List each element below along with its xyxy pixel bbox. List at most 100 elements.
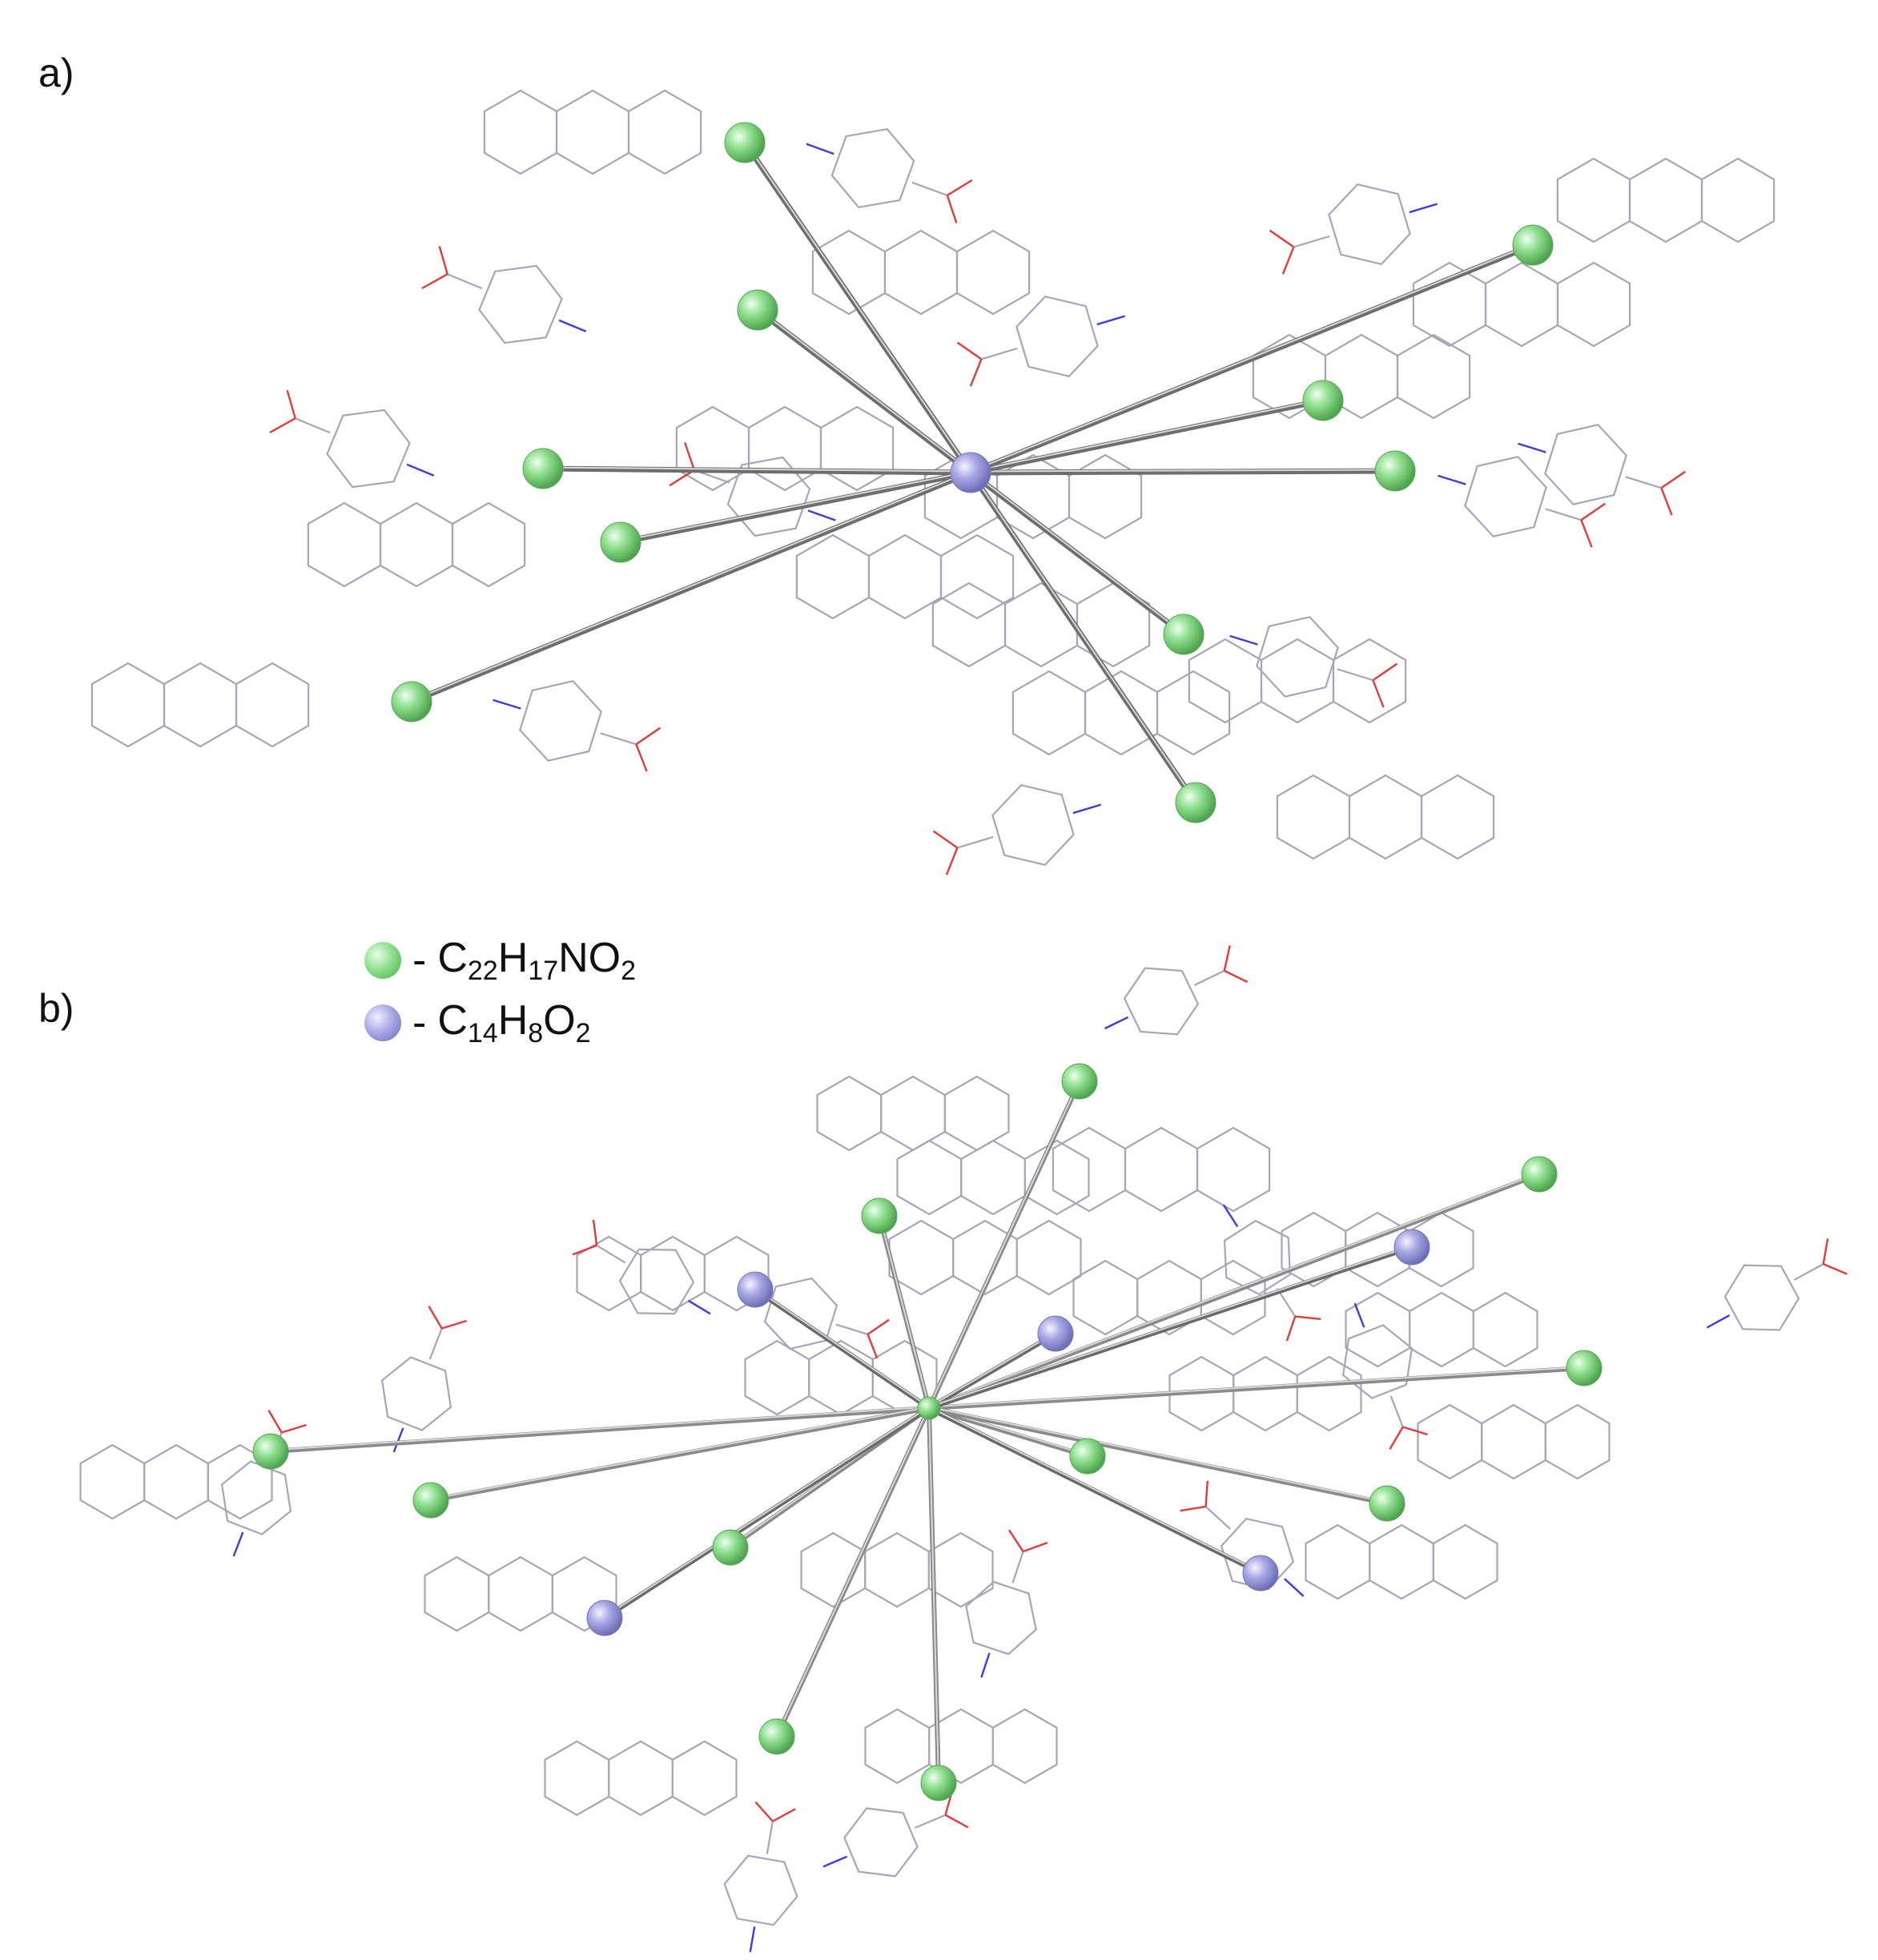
oxygen-bond [441,1319,467,1330]
ring [478,264,563,344]
ring [90,662,166,748]
ring [519,680,602,762]
rod-highlight [970,469,1396,473]
oxygen-bond [867,1334,879,1359]
oxygen-bond [1023,1541,1048,1553]
ring [843,1807,919,1877]
nitrogen-bond [806,143,834,155]
ring [1556,261,1631,348]
wireframe-molecules-b [79,945,1848,1953]
green-sphere-icon [917,1396,941,1420]
ring [1084,670,1159,756]
oxygen-bond [428,1306,443,1330]
oxygen-bond [932,830,959,849]
ring [1628,157,1703,243]
ring [1233,1355,1298,1432]
green-sphere-icon [1069,1438,1106,1475]
green-sphere-icon [1566,1350,1603,1386]
ring [991,1708,1058,1785]
ring [1396,333,1471,420]
ring [883,229,959,316]
blue-sphere-icon [364,1004,401,1041]
oxygen-bond [1223,945,1231,972]
ring [483,89,558,175]
nitrogen-bond [558,319,587,332]
oxygen-bond [286,389,296,419]
green-sphere-icon [1302,380,1344,421]
ring [1196,1126,1271,1213]
oxygen-bond [772,1808,796,1822]
green-sphere-icon [412,1482,449,1519]
green-sphere-icon [724,122,766,163]
contact-rod [408,469,974,705]
oxygen-bond [956,341,983,360]
ring [1072,1259,1139,1336]
contact-rod [927,1245,1414,1411]
oxygen-bond [1204,1480,1209,1507]
green-sphere-icon [600,521,641,563]
ring [1432,1523,1498,1600]
bond [766,1821,774,1854]
ring [931,582,1007,668]
oxygen-bond [592,1219,598,1246]
rod-highlight [879,1214,930,1407]
ring [960,1139,1026,1216]
nitrogen-bond [232,1531,244,1557]
rod-highlight [970,470,1184,634]
ring [1332,638,1407,724]
ring [864,1531,930,1608]
oxygen-bond [1389,1426,1404,1450]
nitrogen-bond [1438,474,1466,485]
nitrogen-bond [980,1652,991,1678]
green-sphere-icon [1163,614,1204,655]
oxygen-bond [421,273,448,290]
ring [811,229,887,316]
oxygen-bond [438,245,448,275]
bond [914,1813,946,1829]
rod-highlight [928,1406,1388,1503]
green-sphere-icon [1175,782,1216,823]
rod-highlight [928,1080,1080,1407]
ring [744,1339,810,1416]
ring [235,662,310,748]
ring [1341,1324,1414,1399]
ring [618,1248,695,1315]
oxygen-bond [945,847,959,875]
oxygen-bond [1180,1505,1206,1512]
oxygen-bond [1007,1529,1024,1552]
nitrogen-bond [1353,1302,1365,1328]
ring [896,1139,963,1216]
bond [600,732,637,746]
ring [1544,1403,1611,1480]
ring [1409,1291,1474,1368]
ring [965,1580,1037,1656]
rod-highlight [970,398,1324,473]
bond [295,417,331,434]
nitrogen-bond [1284,1578,1305,1597]
ring [991,783,1075,867]
contact-rod [540,465,974,476]
rod-highlight [270,1406,930,1451]
ring [1556,157,1631,243]
nitrogen-bond [749,1926,756,1953]
ring [424,1556,490,1632]
rod-highlight [970,243,1534,473]
green-sphere-icon [1061,1063,1098,1100]
bond [957,835,994,849]
contact-rod [428,1406,931,1503]
oxygen-bond [281,1423,307,1434]
ring [864,1708,931,1785]
oxygen-bond [635,726,662,746]
ring [1481,1403,1546,1480]
ring [551,1556,617,1632]
ring [1281,1211,1347,1288]
oxygen-bond [1269,229,1295,248]
ring [1124,1126,1199,1213]
ring [379,501,454,588]
ring [1369,1523,1434,1600]
oxygen-bond [944,1813,969,1829]
ring [1076,582,1151,668]
contact-rod [753,1287,931,1411]
ring [726,456,811,537]
